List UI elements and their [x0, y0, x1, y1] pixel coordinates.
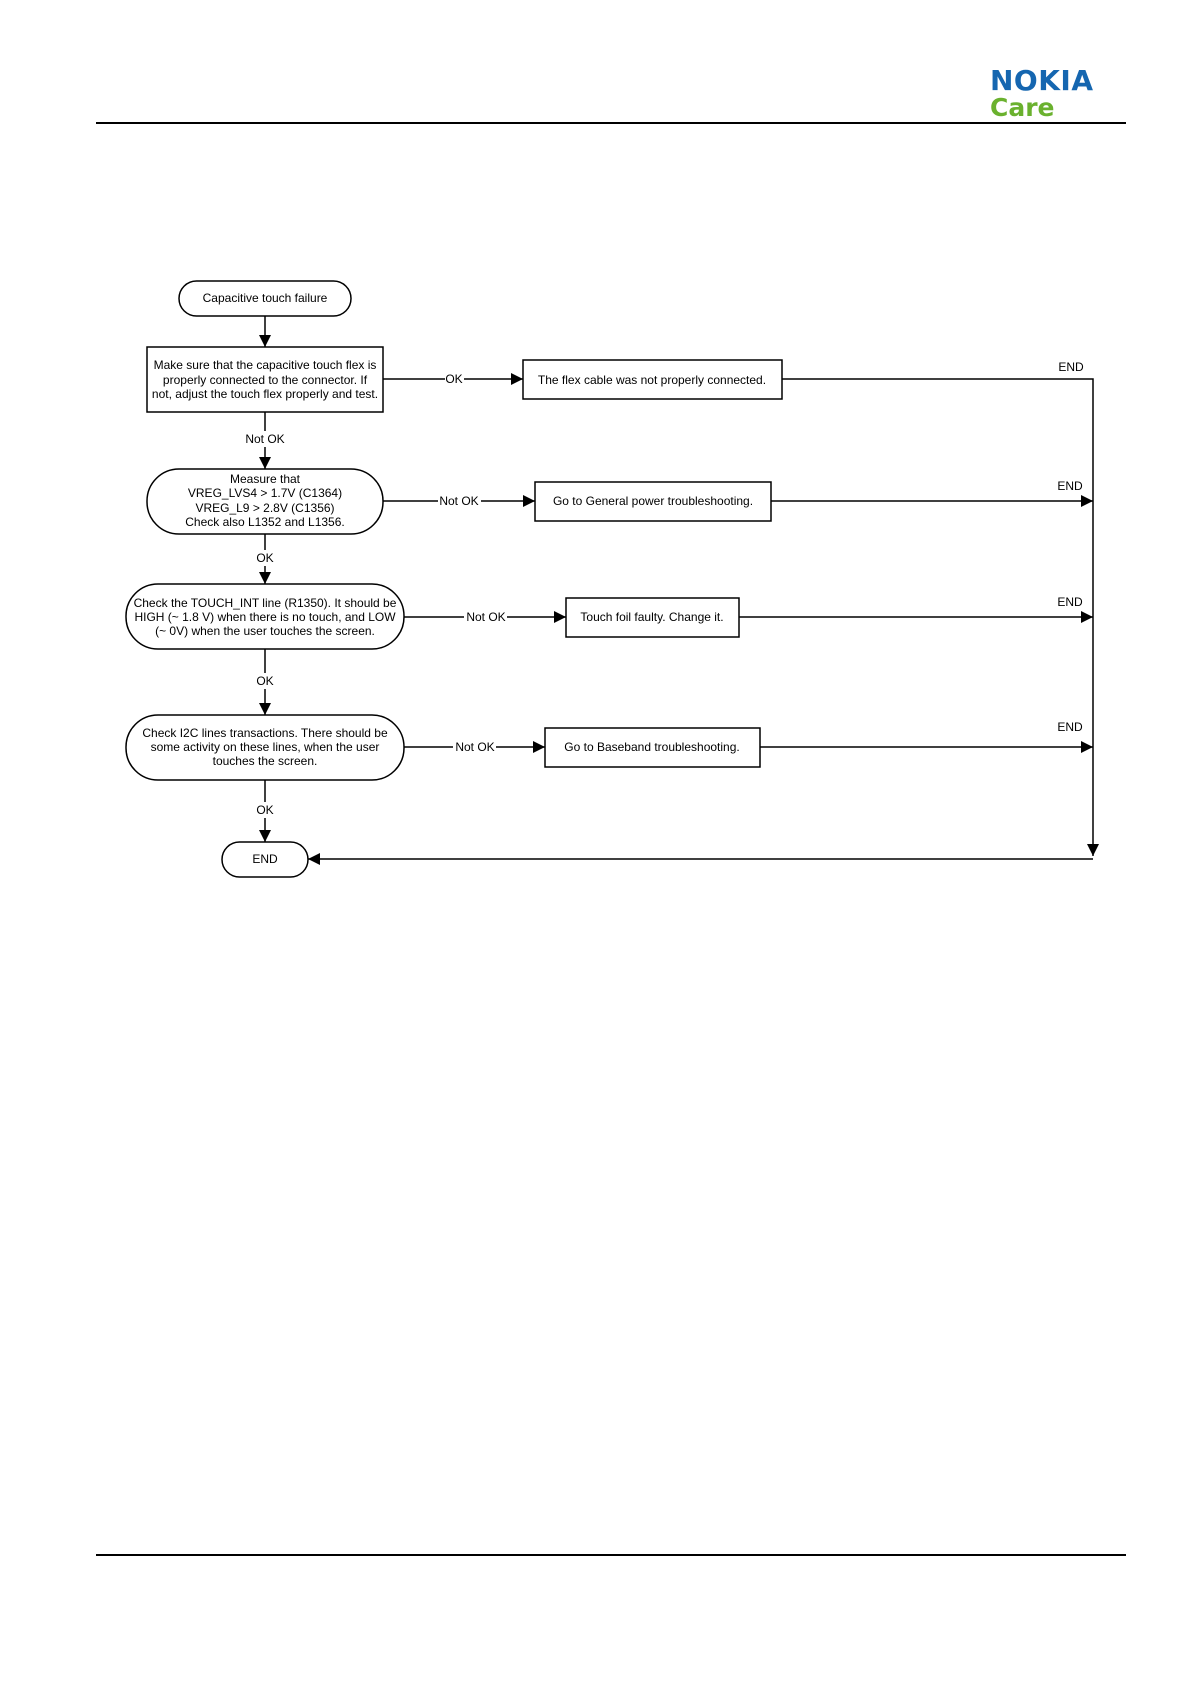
label-step1-ok: OK [445, 372, 462, 386]
step1-line-3: not, adjust the touch flex properly and … [152, 387, 378, 401]
label-step1-not-ok: Not OK [245, 432, 284, 446]
label-step3-ok: OK [256, 674, 273, 688]
end-label-row4: END [1057, 720, 1083, 734]
end-label: END [252, 852, 278, 866]
label-step4-not-ok: Not OK [455, 740, 494, 754]
start-label: Capacitive touch failure [203, 291, 328, 305]
label-step3-not-ok: Not OK [466, 610, 505, 624]
step2-line-1: Measure that [230, 472, 301, 486]
end-label-row3: END [1057, 595, 1083, 609]
step2-line-2: VREG_LVS4 > 1.7V (C1364) [188, 486, 342, 500]
end-label-row2: END [1057, 479, 1083, 493]
step1-line-1: Make sure that the capacitive touch flex… [154, 358, 377, 372]
step1-line-2: properly connected to the connector. If [163, 373, 368, 387]
step4-line-1: Check I2C lines transactions. There shou… [142, 726, 388, 740]
label-step2-ok: OK [256, 551, 273, 565]
step4-line-2: some activity on these lines, when the u… [151, 740, 380, 754]
line-step1-result-to-bus [782, 378, 1099, 856]
step3-line-2: HIGH (~ 1.8 V) when there is no touch, a… [134, 610, 396, 624]
step2-line-3: VREG_L9 > 2.8V (C1356) [195, 501, 334, 515]
step2-not-ok-result-label: Go to General power troubleshooting. [553, 494, 753, 508]
step3-line-1: Check the TOUCH_INT line (R1350). It sho… [134, 596, 397, 610]
logo-nokia-text: NOKIA [990, 64, 1094, 97]
step3-not-ok-result-label: Touch foil faulty. Change it. [580, 610, 723, 624]
step3-line-3: (~ 0V) when the user touches the screen. [155, 624, 375, 638]
header-rule [96, 122, 1126, 124]
step4-not-ok-result-label: Go to Baseband troubleshooting. [564, 740, 739, 754]
step2-line-4: Check also L1352 and L1356. [185, 515, 344, 529]
logo-care-text: Care [990, 93, 1055, 122]
label-step2-not-ok: Not OK [439, 494, 478, 508]
step4-line-3: touches the screen. [213, 754, 318, 768]
footer-rule [96, 1554, 1126, 1556]
nokia-care-logo: NOKIA Care [990, 66, 1122, 122]
step1-ok-result-label: The flex cable was not properly connecte… [538, 373, 766, 387]
end-label-row1: END [1058, 360, 1084, 374]
label-step4-ok: OK [256, 803, 273, 817]
